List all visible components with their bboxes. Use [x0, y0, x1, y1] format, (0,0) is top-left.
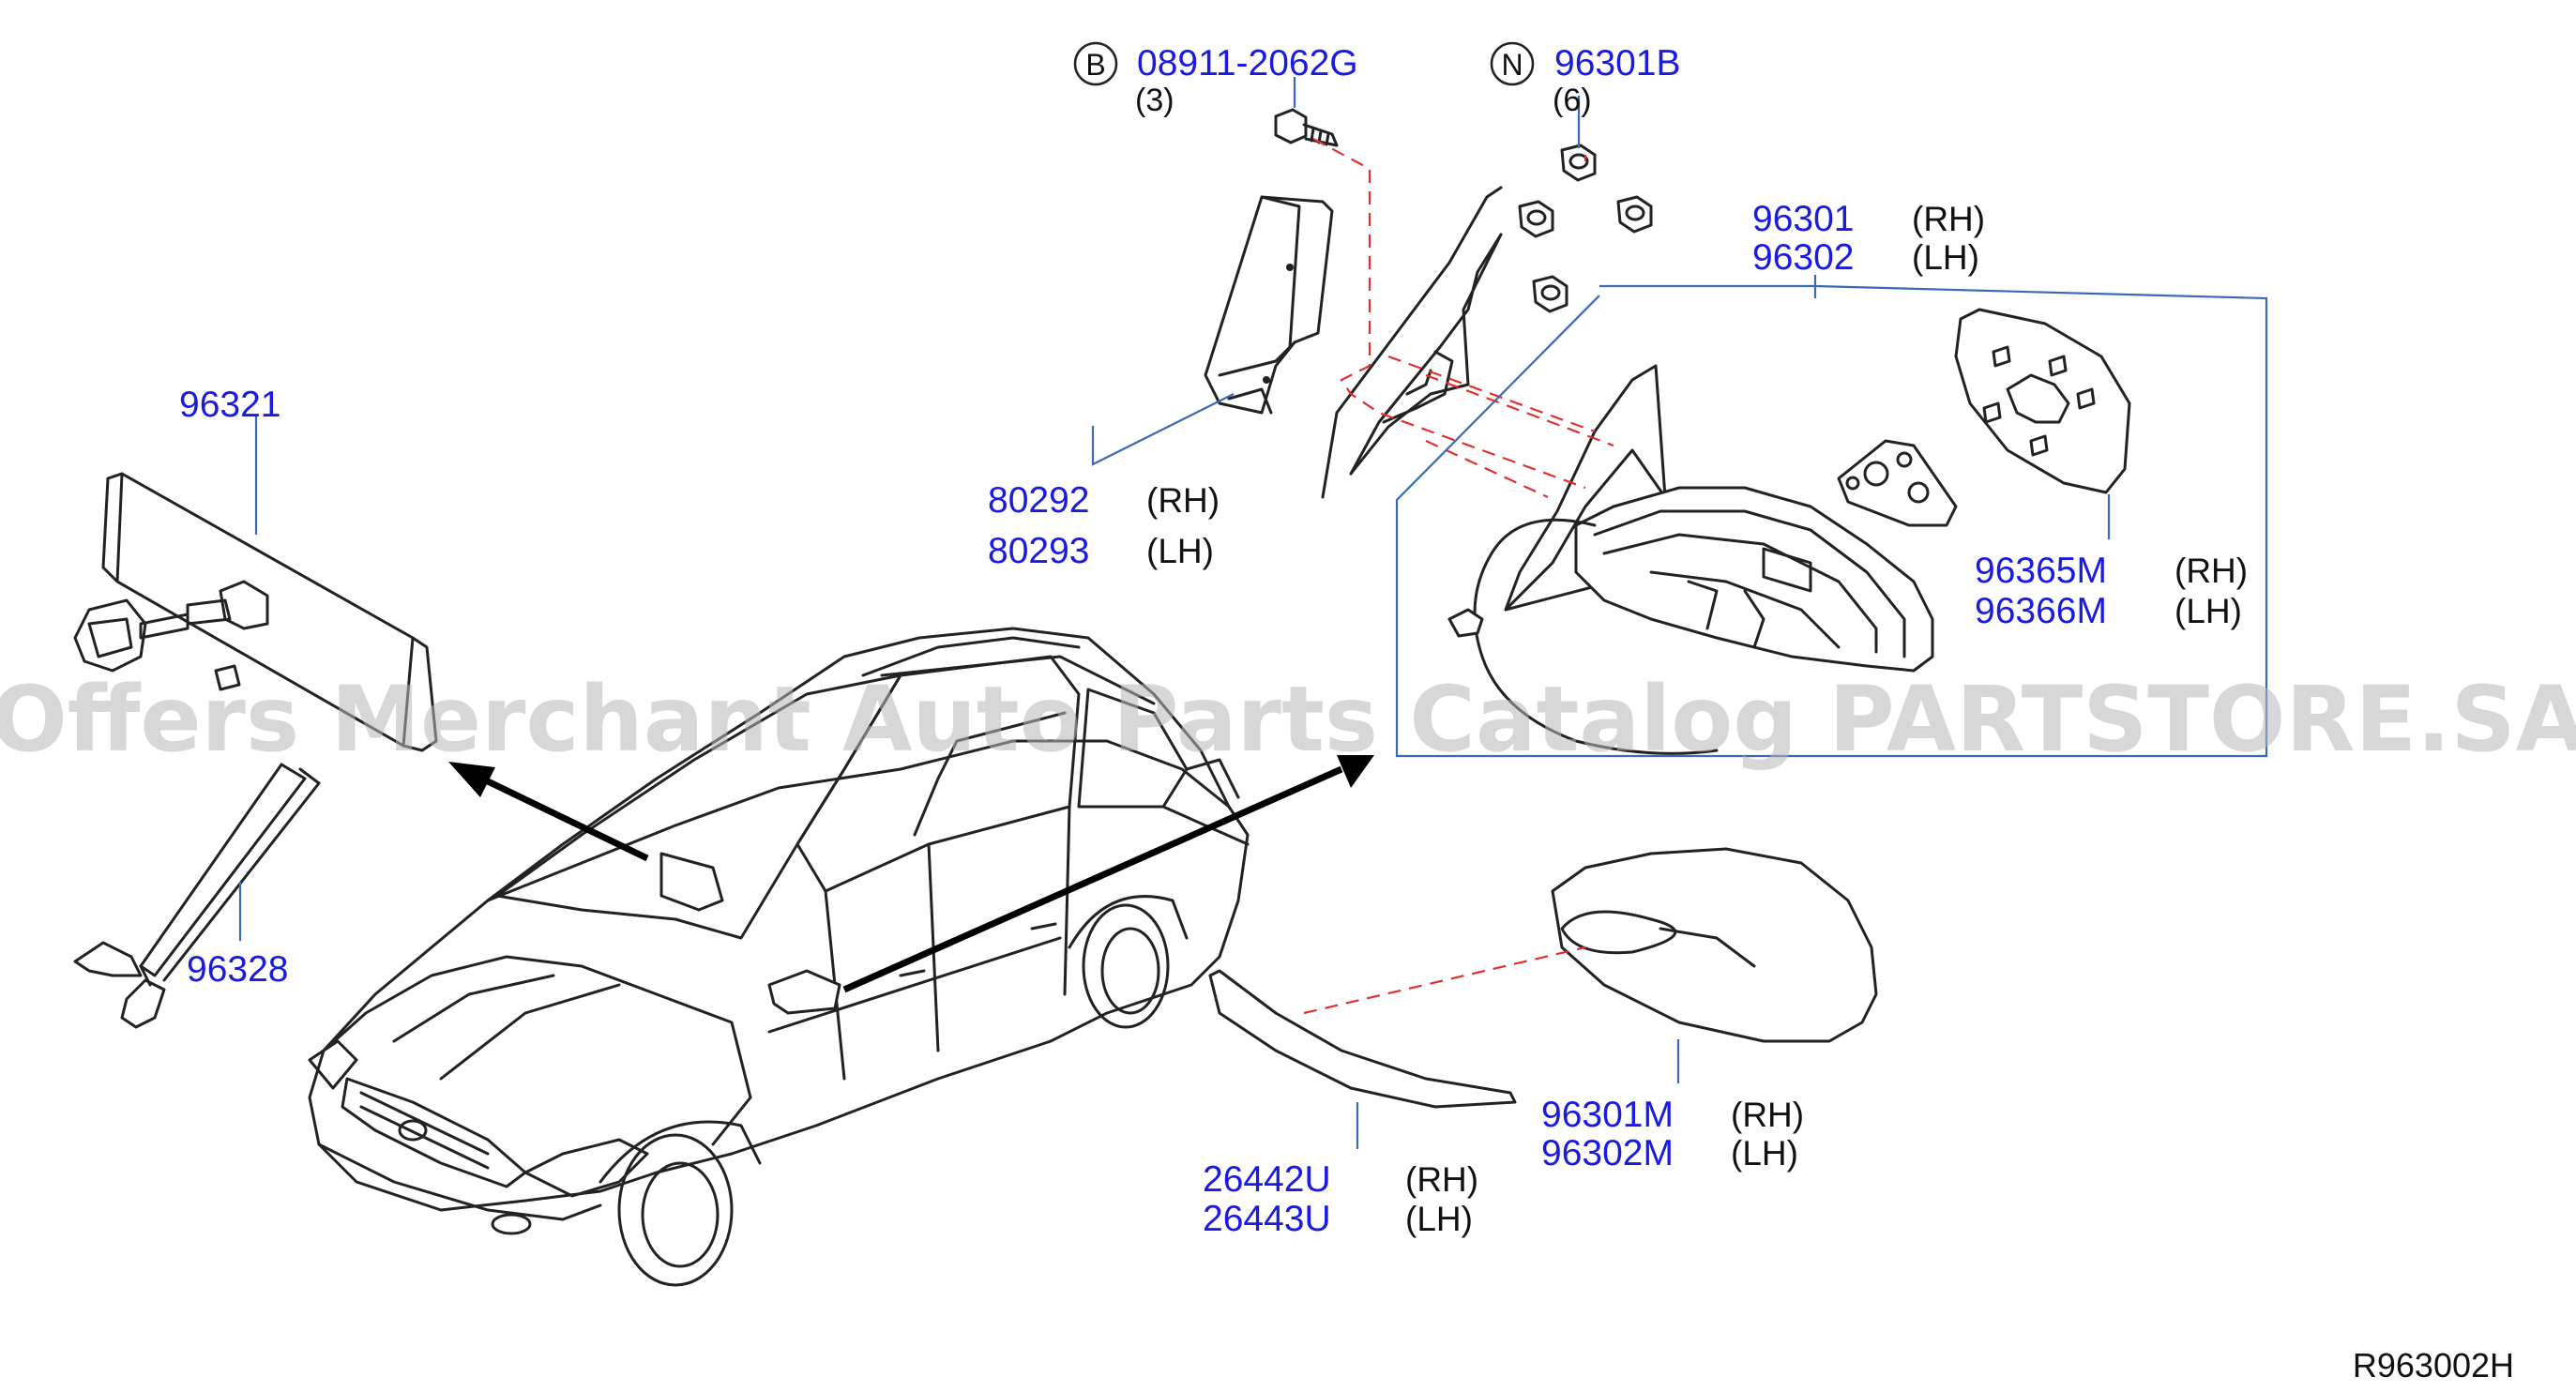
glass-rh-part-number[interactable]: 96365M: [1975, 551, 2107, 591]
glass-lh-side: (LH): [2174, 592, 2242, 630]
location-arrows: [448, 755, 1374, 993]
corner-finisher-part: [1204, 195, 1334, 415]
mirror-cover-stay-part: [73, 763, 321, 1029]
molding-lh-part-number[interactable]: 26443U: [1203, 1199, 1331, 1239]
label-mirror-assembly: 96301 (RH) 96302 (LH): [1752, 199, 1985, 278]
cap-lh-part-number[interactable]: 96302M: [1541, 1133, 1674, 1173]
finisher-rh-part-number[interactable]: 80292: [988, 480, 1089, 521]
finisher-lh-part-number[interactable]: 80293: [988, 531, 1089, 571]
bolt-part: [1274, 108, 1339, 147]
cap-rh-side: (RH): [1731, 1096, 1804, 1134]
leader-lines: [238, 77, 2111, 1149]
glass-rh-side: (RH): [2174, 552, 2248, 590]
label-mirror-cap: 96301M (RH) 96302M (LH): [1541, 1095, 1804, 1173]
diagram-reference-code: R963002H: [2353, 1346, 2514, 1384]
glass-lh-part-number[interactable]: 96366M: [1975, 591, 2107, 631]
door-panel-part: [1321, 186, 1503, 499]
molding-lh-side: (LH): [1405, 1200, 1473, 1238]
mirror-assy-lh-side: (LH): [1912, 238, 1979, 277]
callout-bolt: B 08911-2062G (3): [1073, 41, 1358, 118]
cover-stay-part-number[interactable]: 96328: [187, 949, 288, 990]
bolt-quantity: (3): [1135, 83, 1174, 118]
label-molding: 26442U (RH) 26443U (LH): [1203, 1159, 1478, 1239]
callout-marker-nut: N: [1501, 48, 1523, 82]
assembly-bracket: [1395, 275, 2268, 758]
cap-rh-part-number[interactable]: 96301M: [1541, 1095, 1674, 1135]
cap-lh-side: (LH): [1731, 1134, 1798, 1173]
label-corner-finisher: 80292 (RH) 80293 (LH): [988, 480, 1220, 571]
bolt-part-number[interactable]: 08911-2062G: [1137, 43, 1358, 83]
watermark: Offers Merchant Auto Parts Catalog PARTS…: [0, 667, 2576, 772]
inner-mirror-part: [73, 472, 438, 752]
nut-parts: [1518, 144, 1653, 313]
callout-marker-bolt: B: [1085, 48, 1105, 82]
molding-rh-part-number[interactable]: 26442U: [1203, 1159, 1331, 1200]
nut-quantity: (6): [1553, 83, 1592, 118]
molding-rh-side: (RH): [1405, 1160, 1478, 1199]
callout-marker-circle-bolt: [1073, 41, 1118, 86]
finisher-lh-side: (LH): [1146, 532, 1214, 570]
mirror-molding-part: [1208, 969, 1517, 1109]
mirror-actuator-part: [1837, 439, 1958, 527]
mirror-cap-part: [1551, 847, 1878, 1043]
inner-mirror-part-number[interactable]: 96321: [179, 385, 280, 425]
mirror-assy-rh-part-number[interactable]: 96301: [1752, 199, 1854, 239]
car-illustration: [308, 627, 1250, 1287]
finisher-rh-side: (RH): [1146, 481, 1220, 520]
callout-nut: N 96301B (6): [1490, 41, 1680, 118]
nut-part-number[interactable]: 96301B: [1554, 43, 1680, 83]
mirror-assy-rh-side: (RH): [1912, 200, 1985, 238]
mirror-glass-part: [1954, 308, 2131, 494]
mirror-assy-lh-part-number[interactable]: 96302: [1752, 237, 1854, 278]
label-mirror-glass: 96365M (RH) 96366M (LH): [1975, 551, 2248, 631]
callout-marker-circle-nut: [1490, 41, 1535, 86]
